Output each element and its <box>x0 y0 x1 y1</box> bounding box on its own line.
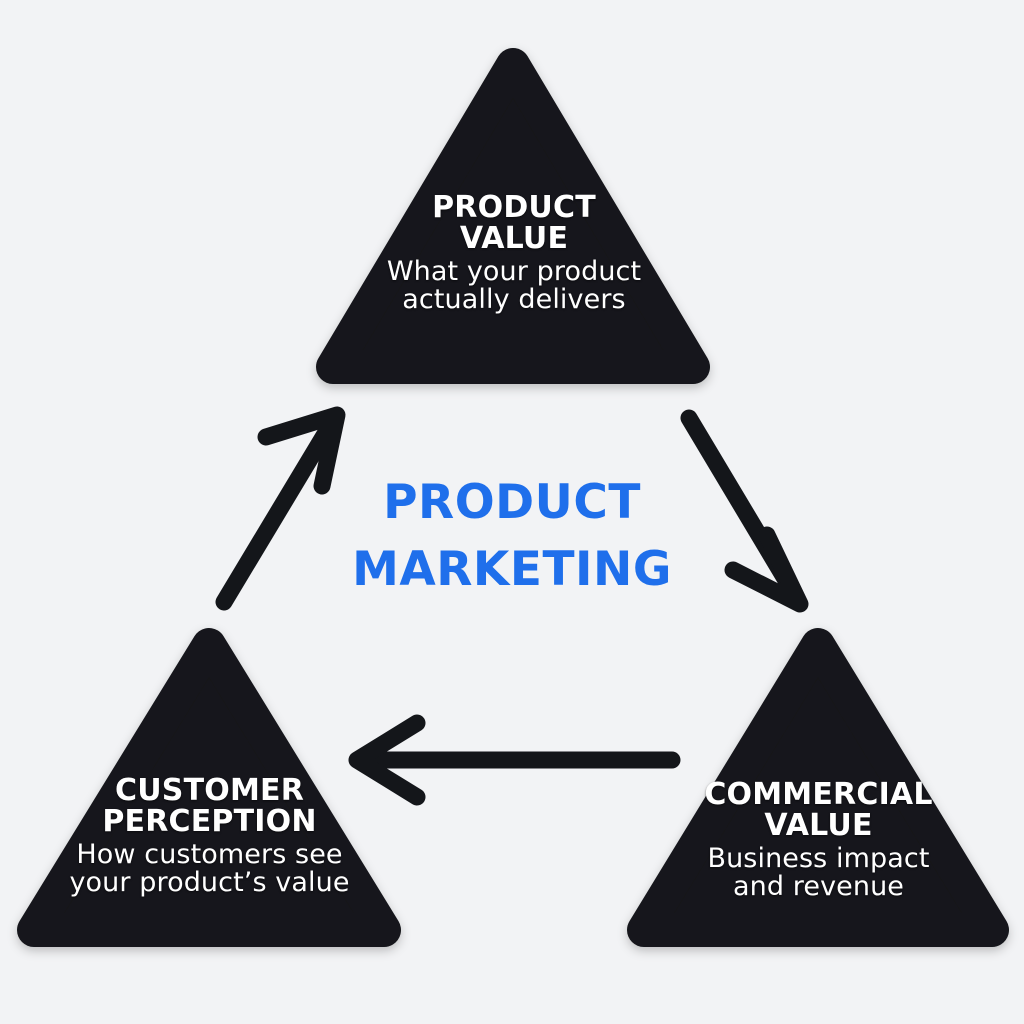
arrow-commercial-to-customer <box>348 714 681 806</box>
triangle-commercial-value[interactable] <box>627 628 1009 947</box>
arrow-customer-to-product <box>215 406 346 611</box>
triangle-product-value[interactable] <box>316 48 710 384</box>
triangle-customer-perception[interactable] <box>17 628 401 947</box>
arrow-product-to-commercial <box>680 409 809 613</box>
